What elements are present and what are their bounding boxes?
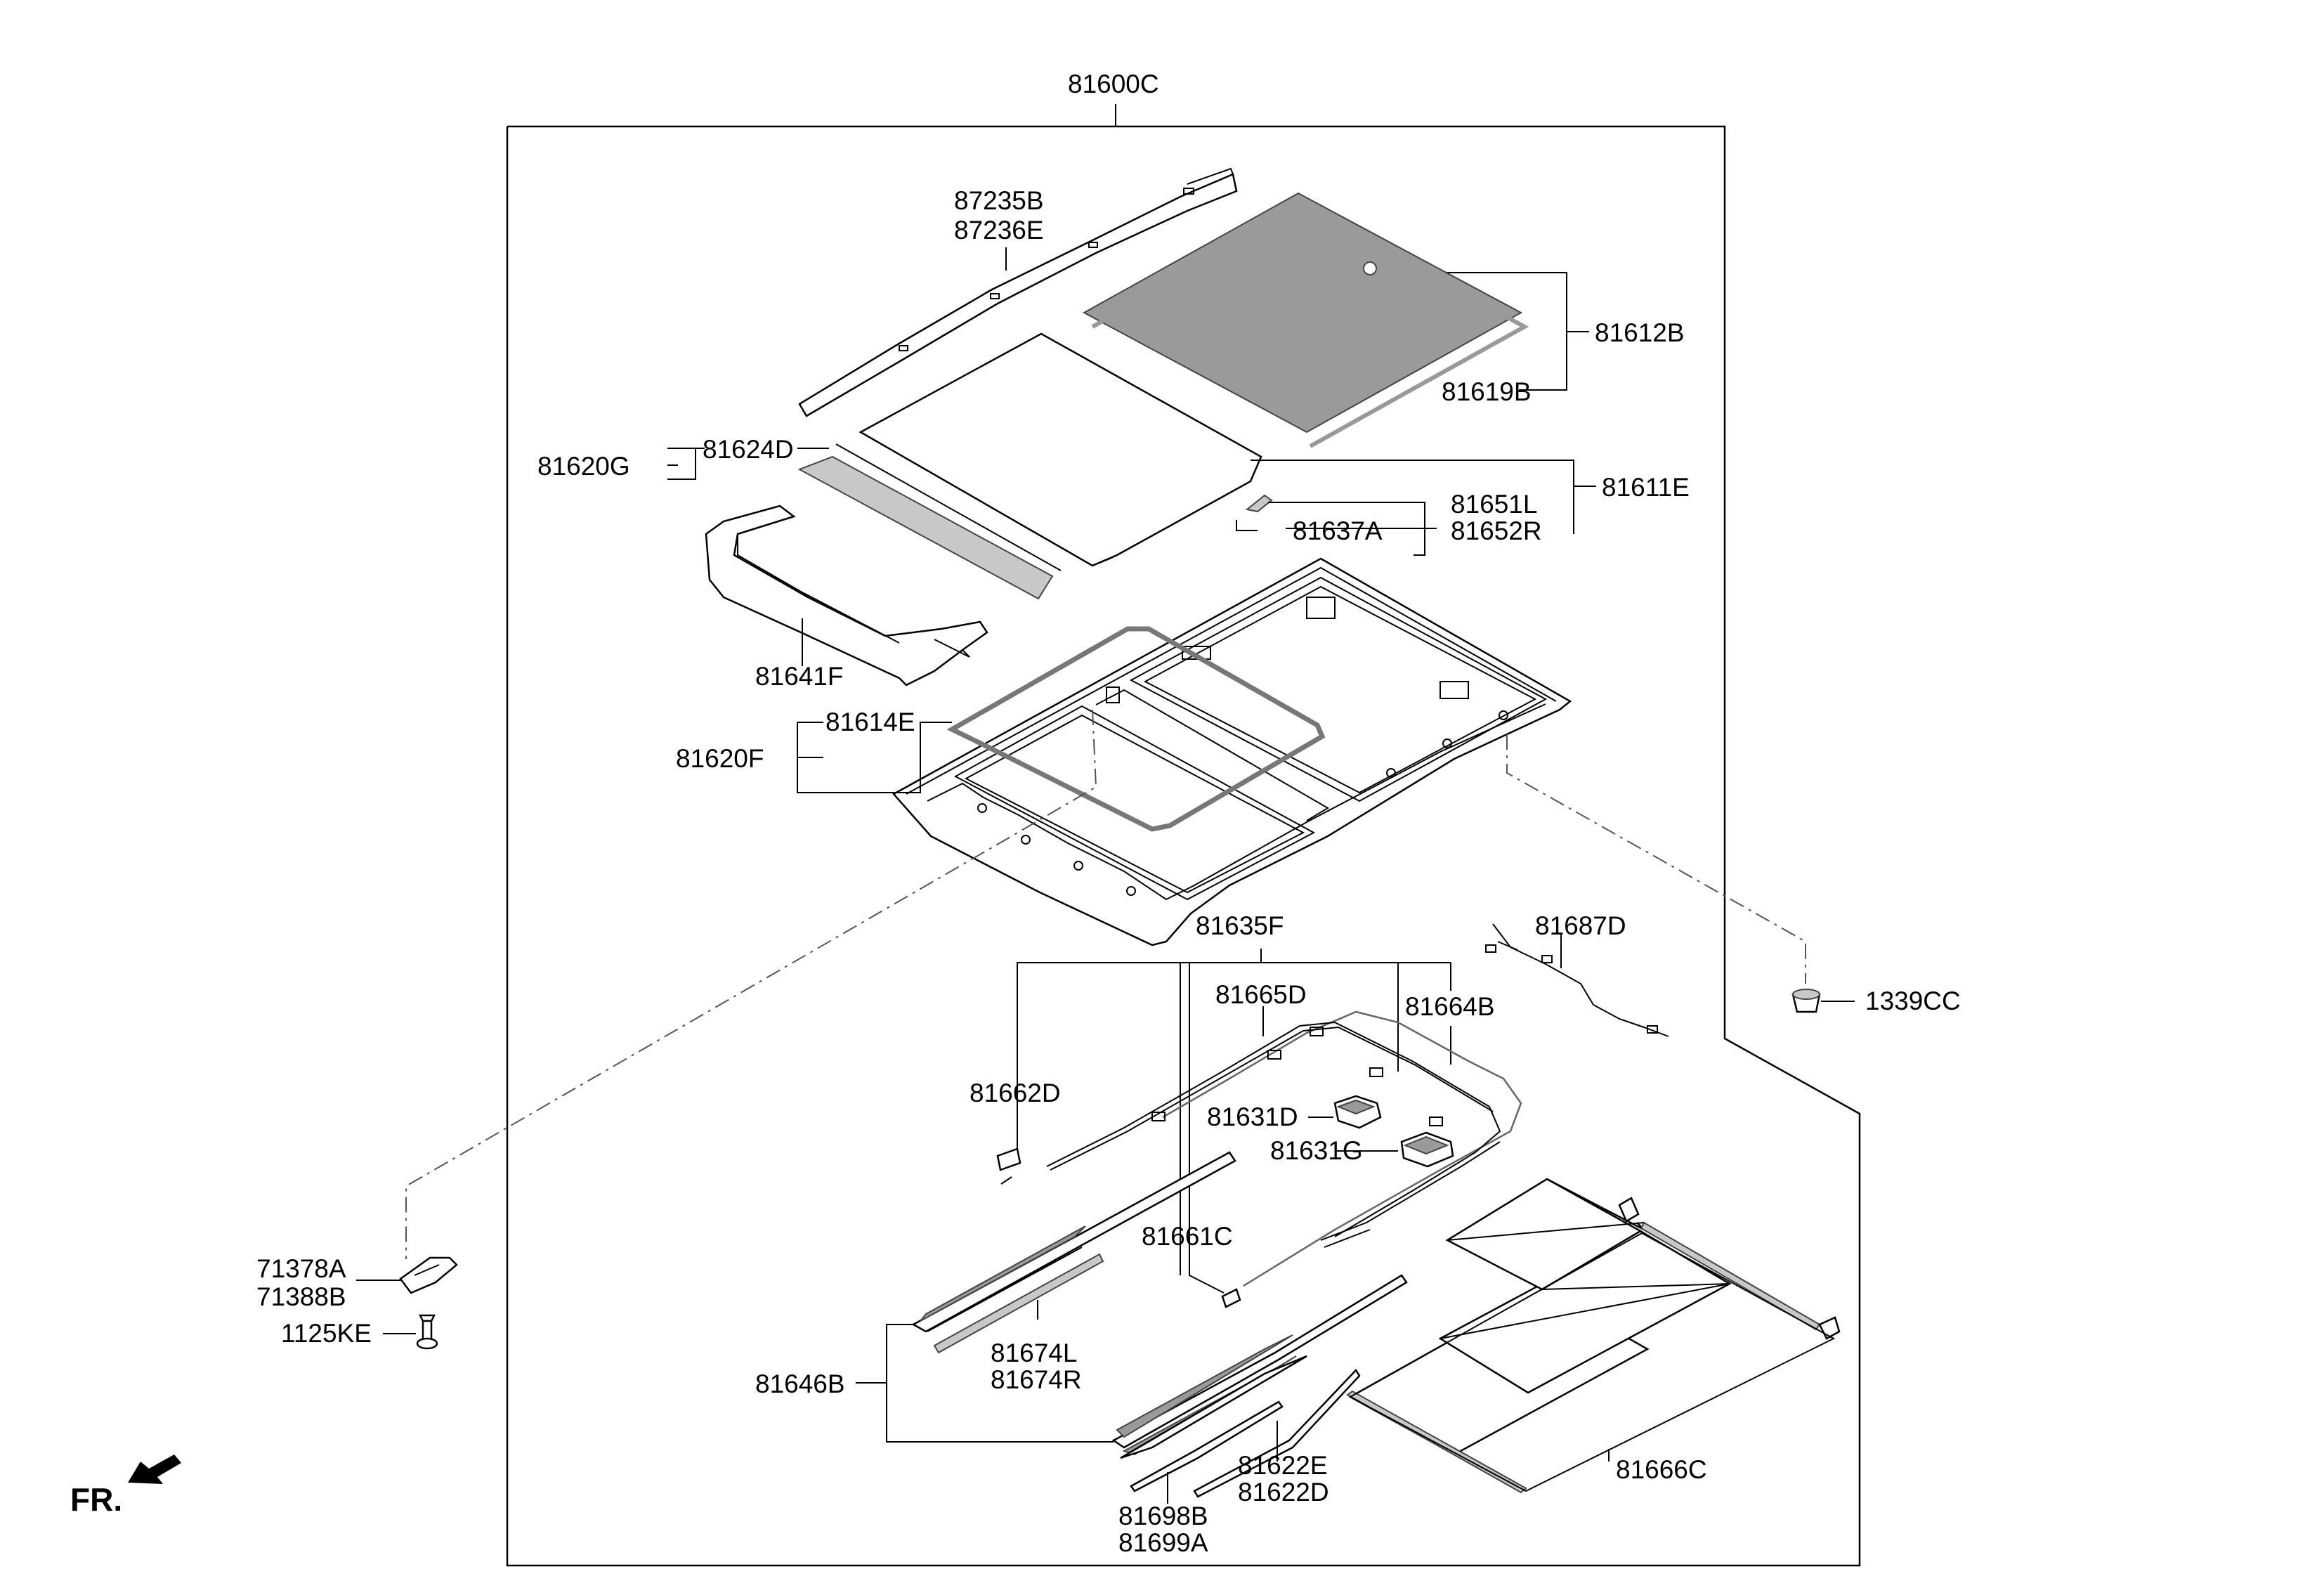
front-glass-panel [859,332,1596,567]
drive-cables [1046,1010,1522,1287]
bracket-and-bolt [356,1256,458,1350]
mechanism-leader-lines [1017,949,1451,1275]
guide-rail-right [856,1274,1408,1459]
label-81631d: 81631D [1207,1102,1298,1131]
wind-deflector [705,505,988,686]
label-81664b: 81664B [1405,992,1495,1021]
label-87236e: 87236E [954,216,1044,245]
label-81624d: 81624D [703,435,794,464]
label-81612b: 81612B [1595,318,1685,347]
label-81619b: 81619B [1442,377,1532,406]
seal-clips [1236,494,1437,556]
label-81662d: 81662D [970,1079,1061,1107]
label-81622e: 81622E [1238,1451,1328,1480]
deflector-seal [667,443,1062,600]
drain-and-link-parts [1130,1368,1361,1504]
label-81622d: 81622D [1238,1478,1329,1506]
label-81635f: 81635F [1196,911,1284,940]
label-81674r: 81674R [991,1365,1082,1394]
label-81641f: 81641F [755,662,844,691]
assembly-frame [506,104,1861,1567]
label-87235b: 87235B [954,186,1044,215]
label-81687d: 81687D [1535,911,1626,940]
label-81637a: 81637A [1293,516,1383,545]
label-81620g: 81620G [537,452,630,481]
wiring-harness [1485,923,1669,1037]
label-81651l: 81651L [1451,490,1537,519]
roof-panel [797,557,1572,946]
label-81674l: 81674L [991,1339,1077,1367]
label-81699a: 81699A [1118,1528,1208,1557]
label-81666c: 81666C [1616,1455,1707,1484]
guide-81661c [1189,1265,1241,1308]
label-81661c: 81661C [1142,1222,1233,1251]
label-71388b: 71388B [256,1282,346,1311]
label-81614e: 81614E [825,708,915,736]
nut-1339cc [1791,989,1855,1013]
label-81652r: 81652R [1451,516,1542,545]
label-81698b: 81698B [1118,1502,1208,1530]
roof-rail-molding [798,167,1238,417]
front-direction-arrow: FR. [70,1454,181,1518]
label-1125ke: 1125KE [281,1319,372,1348]
label-71378a: 71378A [256,1254,346,1283]
guide-rail-left [911,1151,1236,1354]
sunshade-roller-blind [1346,1178,1841,1494]
label-81665d: 81665D [1215,980,1307,1009]
rear-glass-panel [1082,192,1589,448]
direction-label: FR. [70,1481,122,1518]
label-81620f: 81620F [676,744,764,773]
motors [1308,1095,1454,1168]
connector-lines [405,709,1806,1259]
label-81631g: 81631G [1270,1136,1363,1165]
label-1339cc: 1339CC [1865,987,1961,1015]
label-81600c: 81600C [1068,70,1159,98]
part-labels: 81600C 87235B 87236E 81612B 81619B 81620… [256,70,1961,1557]
label-81646b: 81646B [755,1369,845,1398]
guide-block-81662d [996,1147,1021,1185]
label-81611e: 81611E [1602,473,1690,502]
